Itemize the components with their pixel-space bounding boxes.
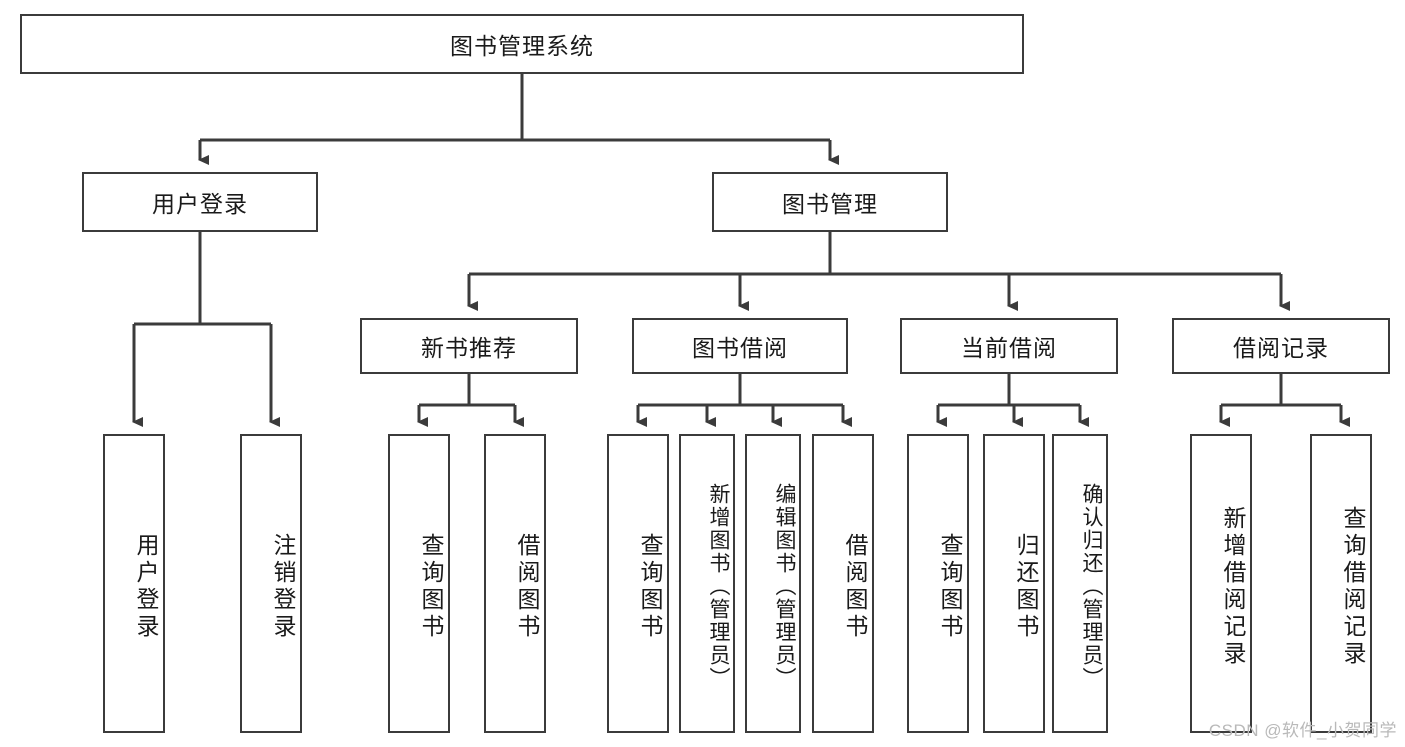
node-leaf-add-book-label: 新增图书（管理员） [707, 483, 730, 690]
node-leaf-borrow-book-label: 借阅图书 [842, 532, 868, 641]
node-leaf-add-record[interactable]: 新增借阅记录 [1190, 434, 1252, 733]
node-current-borrow-label: 当前借阅 [961, 335, 1057, 361]
node-current-borrow[interactable]: 当前借阅 [900, 318, 1118, 374]
node-leaf-query-book-rec[interactable]: 查询图书 [388, 434, 450, 733]
node-new-book-rec[interactable]: 新书推荐 [360, 318, 578, 374]
node-borrow-record-label: 借阅记录 [1233, 335, 1329, 361]
node-leaf-query-book-rec-label: 查询图书 [418, 532, 444, 641]
node-book-mgmt[interactable]: 图书管理 [712, 172, 948, 232]
node-leaf-confirm-return-label: 确认归还（管理员） [1080, 483, 1103, 690]
node-leaf-return-book-label: 归还图书 [1013, 532, 1039, 641]
node-leaf-borrow-book-rec-label: 借阅图书 [514, 532, 540, 641]
node-leaf-user-login-label: 用户登录 [133, 532, 159, 641]
node-root-label: 图书管理系统 [450, 33, 594, 59]
node-leaf-borrow-book-rec[interactable]: 借阅图书 [484, 434, 546, 733]
node-leaf-query-book-current[interactable]: 查询图书 [907, 434, 969, 733]
node-leaf-query-book-borrow-label: 查询图书 [637, 532, 663, 641]
node-new-book-rec-label: 新书推荐 [421, 335, 517, 361]
node-leaf-logout[interactable]: 注销登录 [240, 434, 302, 733]
node-root[interactable]: 图书管理系统 [20, 14, 1024, 74]
node-leaf-borrow-book[interactable]: 借阅图书 [812, 434, 874, 733]
node-book-mgmt-label: 图书管理 [782, 191, 878, 217]
node-book-borrow[interactable]: 图书借阅 [632, 318, 848, 374]
node-leaf-return-book[interactable]: 归还图书 [983, 434, 1045, 733]
node-book-borrow-label: 图书借阅 [692, 335, 788, 361]
node-borrow-record[interactable]: 借阅记录 [1172, 318, 1390, 374]
node-leaf-logout-label: 注销登录 [270, 532, 296, 641]
node-user-login-label: 用户登录 [152, 191, 248, 217]
node-leaf-add-book[interactable]: 新增图书（管理员） [679, 434, 735, 733]
node-leaf-query-book-borrow[interactable]: 查询图书 [607, 434, 669, 733]
watermark-text: CSDN @软件_小贺同学 [1208, 721, 1397, 740]
node-leaf-edit-book-label: 编辑图书（管理员） [773, 483, 796, 690]
node-leaf-user-login[interactable]: 用户登录 [103, 434, 165, 733]
node-leaf-query-record[interactable]: 查询借阅记录 [1310, 434, 1372, 733]
node-leaf-query-record-label: 查询借阅记录 [1340, 505, 1366, 668]
node-user-login[interactable]: 用户登录 [82, 172, 318, 232]
node-leaf-edit-book[interactable]: 编辑图书（管理员） [745, 434, 801, 733]
node-leaf-confirm-return[interactable]: 确认归还（管理员） [1052, 434, 1108, 733]
node-leaf-add-record-label: 新增借阅记录 [1220, 505, 1246, 668]
node-leaf-query-book-current-label: 查询图书 [937, 532, 963, 641]
